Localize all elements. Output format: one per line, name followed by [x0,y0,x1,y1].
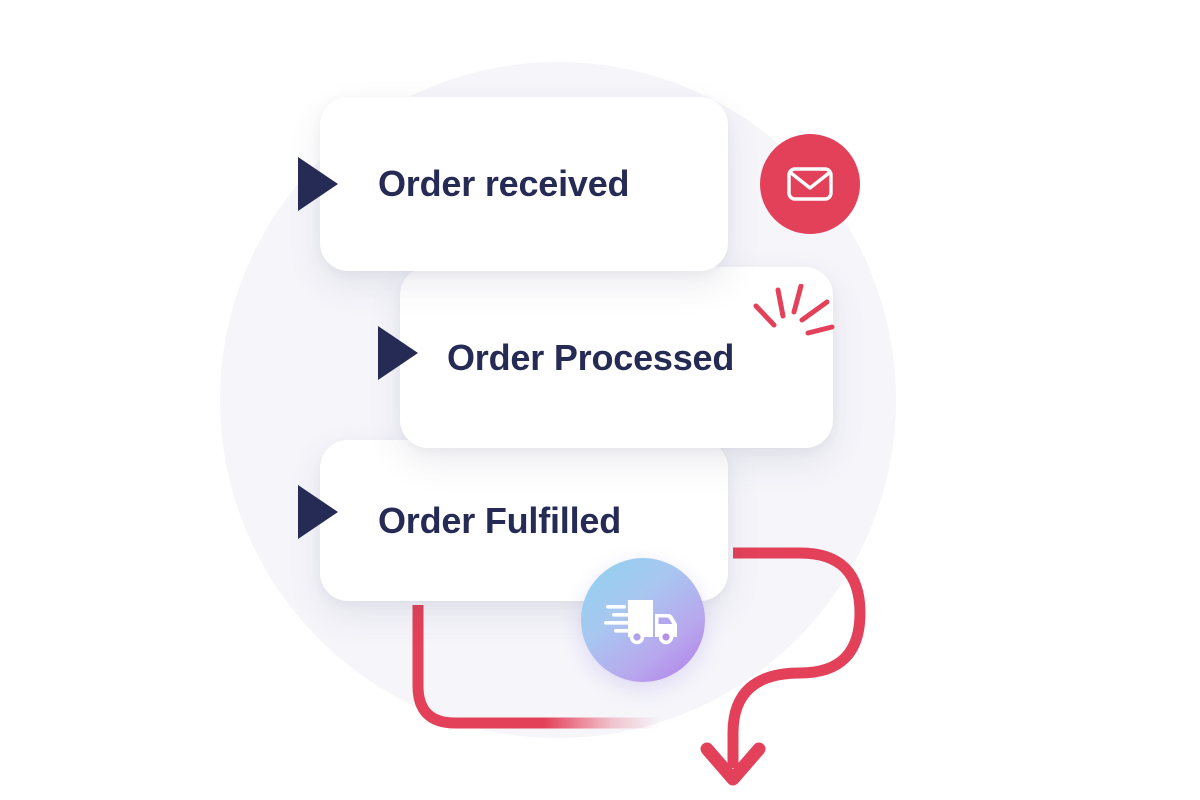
step-card-order-processed[interactable]: Order Processed [400,267,833,448]
play-triangle-icon [378,326,418,380]
step-card-order-received[interactable]: Order received [320,97,728,271]
envelope-glyph [787,167,833,201]
step-label: Order received [378,163,630,204]
envelope-icon[interactable] [760,134,860,234]
step-label: Order Processed [447,336,735,378]
step-label: Order Fulfilled [378,499,622,541]
play-triangle-icon [298,157,338,211]
truck-glyph [604,600,677,645]
delivery-truck-icon[interactable] [581,558,705,682]
arrow-down-icon [700,742,766,786]
play-triangle-icon [298,485,338,539]
